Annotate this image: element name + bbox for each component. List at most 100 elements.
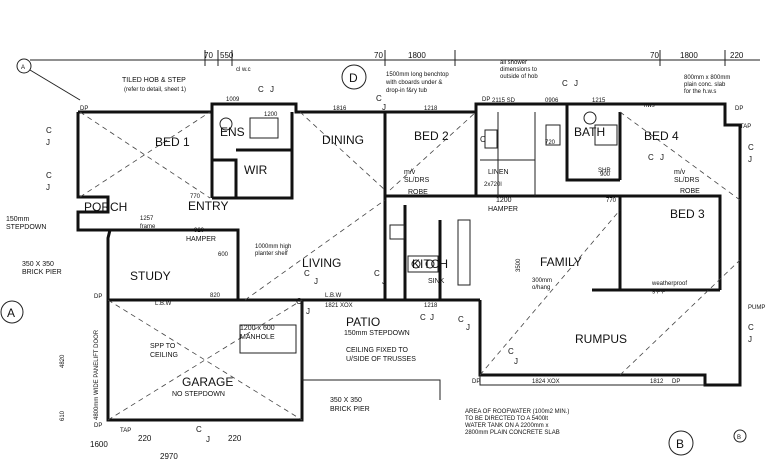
- tap-marker-1: TAP: [120, 428, 131, 434]
- dim-1816: 1816: [333, 106, 347, 112]
- dim-70-a: 70: [204, 51, 213, 60]
- exterior-walls: [76, 102, 742, 422]
- note-weatherproof-1: weatherproof: [651, 281, 687, 287]
- note-ceiling-1: CEILING FIXED TO: [346, 347, 409, 354]
- dp-marker-4: DP: [472, 379, 480, 385]
- fixtures: [219, 111, 618, 354]
- note-sldrs-bed2: SL/DRS: [404, 177, 430, 184]
- svg-text:J: J: [314, 277, 318, 286]
- svg-text:C: C: [480, 135, 486, 144]
- note-hamper: HAMPER: [186, 236, 216, 243]
- room-bed1: BED 1: [155, 135, 190, 149]
- note-pier-bottom-1: 350 X 350: [330, 397, 362, 404]
- dp-marker-7: DP: [482, 97, 490, 103]
- dim-610: 610: [60, 410, 66, 421]
- room-rumpus: RUMPUS: [575, 332, 627, 346]
- note-spp-1: SPP TO: [150, 343, 176, 350]
- dim-1824: 1824 XOX: [532, 379, 560, 385]
- note-tiled-hob-1: TILED HOB & STEP: [122, 77, 186, 84]
- dim-2x720: 2x720l: [484, 182, 502, 188]
- dp-marker-5: DP: [672, 379, 680, 385]
- note-stepdown-1: 150mm: [6, 216, 30, 223]
- svg-text:C: C: [46, 126, 52, 135]
- room-bed2: BED 2: [414, 129, 449, 143]
- dim-1009: 1009: [226, 97, 240, 103]
- note-lbw-living: L.B.W: [325, 293, 342, 299]
- section-marker-b: B B: [668, 429, 747, 456]
- note-roofwater-3: WATER TANK ON A 2200mm x: [465, 423, 548, 429]
- dim-4820: 4820: [60, 354, 66, 368]
- room-dining: DINING: [322, 133, 364, 147]
- room-patio: PATIO: [346, 315, 380, 329]
- room-ens: ENS: [220, 125, 245, 139]
- patio-note: 150mm STEPDOWN: [344, 330, 410, 337]
- note-shower-3: outside of hob: [500, 74, 538, 80]
- dim-770-b: 770: [606, 198, 617, 204]
- room-entry: ENTRY: [188, 199, 228, 213]
- note-roofwater-1: AREA OF ROOFWATER (100m2 MIN.): [465, 409, 569, 415]
- note-roofwater-4: 2800mm PLAIN CONCRETE SLAB: [465, 430, 560, 436]
- dp-marker-2: DP: [94, 294, 102, 300]
- note-hamper2-1: 1200: [496, 197, 512, 204]
- note-stepdown-2: STEPDOWN: [6, 224, 46, 231]
- dim-1800-b: 1800: [680, 51, 698, 60]
- section-marker-a-left: A: [0, 300, 24, 324]
- note-spp-2: CEILING: [150, 352, 178, 359]
- dim-1218-a: 1218: [424, 106, 438, 112]
- note-benchtop-1: 1500mm long benchtop: [386, 72, 449, 78]
- dim-2970: 2970: [160, 452, 178, 461]
- room-kitch: KITCH: [412, 257, 448, 271]
- dim-1800-a: 1800: [408, 51, 426, 60]
- note-lbw-study: L.B.W: [155, 301, 172, 307]
- elevation-marker-d: D: [341, 64, 367, 90]
- note-sink: SINK: [428, 278, 445, 285]
- dp-marker-1: DP: [80, 106, 88, 112]
- room-porch: PORCH: [84, 200, 127, 214]
- note-shower-1: all shower: [500, 60, 527, 66]
- note-benchtop-3: drop-in f&ry tub: [386, 88, 428, 94]
- dim-1600: 1600: [90, 440, 108, 449]
- svg-text:B: B: [676, 437, 684, 451]
- note-mv-bed2: m/v: [404, 169, 416, 176]
- note-slab-3: for the h.w.s: [684, 89, 716, 95]
- svg-text:C: C: [458, 315, 464, 324]
- svg-text:C: C: [648, 153, 654, 162]
- note-planter-1: 1000mm high: [255, 244, 291, 250]
- dim-220-b: 220: [138, 434, 152, 443]
- svg-text:C: C: [196, 425, 202, 434]
- svg-text:C: C: [304, 269, 310, 278]
- svg-text:J: J: [466, 323, 470, 332]
- interior-walls: [78, 104, 722, 375]
- note-weatherproof-2: g.p.p: [652, 288, 666, 294]
- dim-0906: 0906: [545, 98, 559, 104]
- note-ceiling-2: U/SIDE OF TRUSSES: [346, 356, 416, 363]
- note-robe-bed2: ROBE: [408, 189, 428, 196]
- svg-text:C: C: [296, 297, 302, 306]
- note-robe-bed4: ROBE: [680, 188, 700, 195]
- note-manhole-1: 1200 x 600: [240, 325, 275, 332]
- svg-text:J: J: [660, 153, 664, 162]
- dim-1257: 1257: [140, 216, 154, 222]
- svg-text:C: C: [46, 171, 52, 180]
- note-planter-2: planter shelf: [255, 251, 288, 257]
- note-overhang-2: o/hang: [532, 285, 550, 291]
- room-wir: WIR: [244, 163, 268, 177]
- svg-text:C: C: [562, 79, 568, 88]
- note-shr: SHR: [598, 168, 611, 174]
- room-study: STUDY: [130, 269, 171, 283]
- garage-note: NO STEPDOWN: [172, 391, 225, 398]
- svg-text:J: J: [514, 357, 518, 366]
- note-benchtop-2: with cboards under &: [385, 80, 442, 86]
- note-manhole-2: MANHOLE: [240, 334, 275, 341]
- dim-600: 600: [218, 252, 229, 258]
- note-mv-bed4: m/v: [674, 169, 686, 176]
- dim-70-b: 70: [374, 51, 383, 60]
- dp-marker-6: DP: [735, 106, 743, 112]
- dim-220-a: 220: [730, 51, 744, 60]
- note-linen: LINEN: [488, 169, 509, 176]
- dp-marker-3: DP: [94, 423, 102, 429]
- svg-text:C: C: [376, 94, 382, 103]
- svg-text:C: C: [748, 143, 754, 152]
